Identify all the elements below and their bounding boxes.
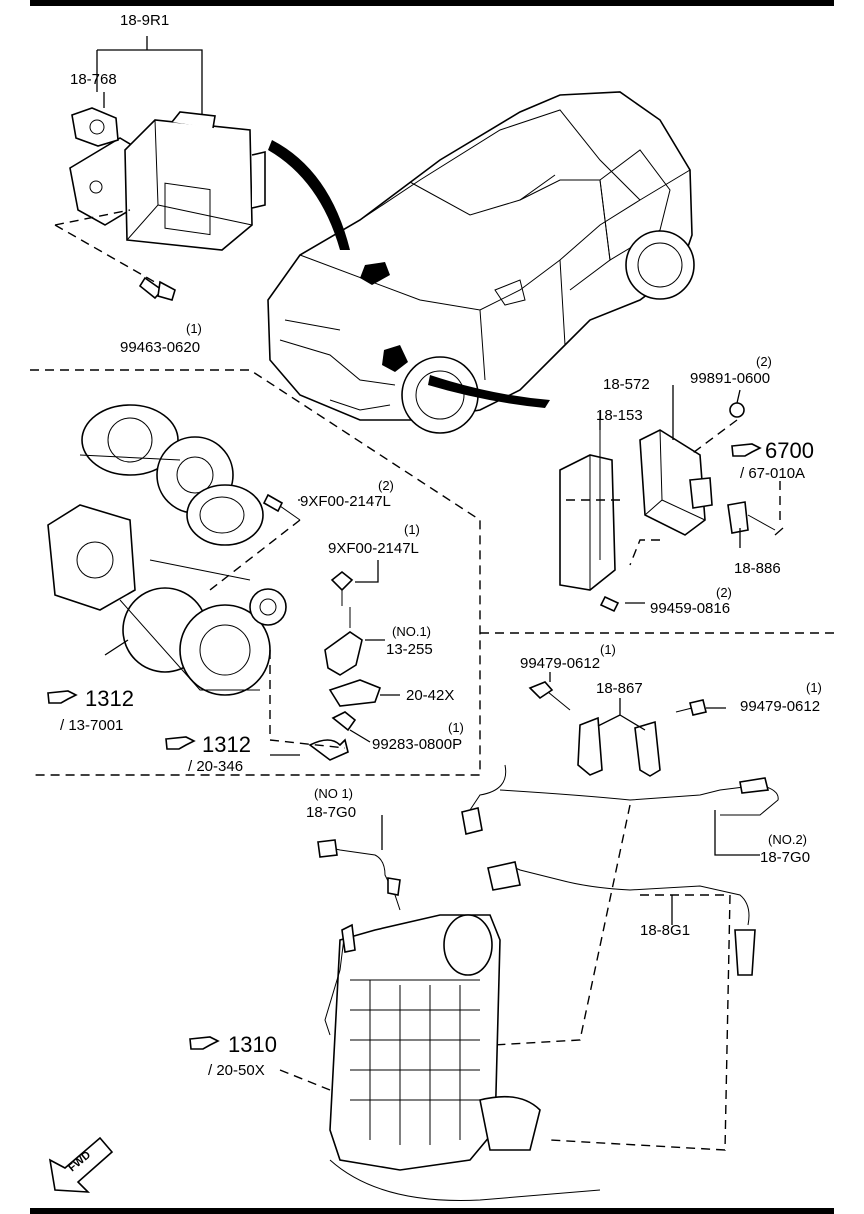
module-assembly-drawing [54, 36, 266, 301]
label-clip-bolt-left: 99479-0612 [520, 655, 600, 672]
label-bracket-nut-qty: (2) [756, 354, 772, 369]
label-grommet: 18-768 [70, 71, 117, 88]
ref-sub-1312-a: / 13-7001 [60, 717, 123, 734]
label-sensor-no1: (NO.1) [392, 624, 431, 639]
label-hose-clamp-qty: (1) [448, 720, 464, 735]
ref-number-6700: 6700 [765, 438, 814, 463]
label-bracket-bolt: 99459-0816 [650, 600, 730, 617]
label-sensor-bracket: 20-42X [406, 687, 454, 704]
label-o2-no1: (NO 1) [314, 786, 353, 801]
label-turbo-bolt-b-qty: (1) [404, 522, 420, 537]
vehicle-drawing [267, 91, 695, 434]
label-module-assembly: 18-9R1 [120, 12, 169, 29]
label-clip-bolt-right: 99479-0612 [740, 698, 820, 715]
pointing-hand-icon [165, 736, 196, 750]
label-turbo-bolt-b: 9XF00-2147L [328, 540, 419, 557]
label-turbo-bolt-a: 9XF00-2147L [300, 493, 391, 510]
label-pressure-sensor: 13-255 [386, 641, 433, 658]
label-o2-no2: (NO.2) [768, 832, 807, 847]
label-clip-bolt-right-qty: (1) [806, 680, 822, 695]
ref-number-1312-a: 1312 [85, 686, 134, 711]
ref-number-1310: 1310 [228, 1032, 277, 1057]
turbocharger-drawing [47, 404, 287, 696]
label-module-bolt-qty: (1) [186, 321, 202, 336]
converter-drawing [279, 914, 601, 1201]
ref-number-1312-b: 1312 [202, 732, 251, 757]
label-clip-bolt-left-qty: (1) [600, 642, 616, 657]
label-turbo-bolt-a-qty: (2) [378, 478, 394, 493]
ref-sub-1310: / 20-50X [208, 1062, 265, 1079]
label-o2-sensor-1: 18-7G0 [306, 804, 356, 821]
label-bracket-nut: 99891-0600 [690, 370, 770, 387]
label-clip: 18-867 [596, 680, 643, 697]
label-bracket: 18-153 [596, 407, 643, 424]
fwd-arrow-icon [48, 1136, 114, 1193]
top-border [30, 0, 834, 6]
control-unit-drawing [559, 385, 784, 613]
label-hose-clamp: 99283-0800P [372, 736, 462, 753]
label-connector: 18-886 [734, 560, 781, 577]
label-control-unit: 18-572 [603, 376, 650, 393]
label-o2-sensor-3: 18-8G1 [640, 922, 690, 939]
label-o2-sensor-2: 18-7G0 [760, 849, 810, 866]
pointing-hand-icon [189, 1036, 220, 1050]
pointing-hand-icon [731, 443, 762, 457]
o2-sensor-drawing [317, 764, 779, 1151]
pointing-hand-icon [47, 690, 78, 704]
clip-drawing [528, 672, 726, 777]
label-module-bolt: 99463-0620 [120, 339, 200, 356]
sensor-assembly-drawing [209, 493, 400, 761]
ref-sub-6700: / 67-010A [740, 465, 805, 482]
ref-sub-1312-b: / 20-346 [188, 758, 243, 775]
bottom-border [30, 1208, 834, 1214]
label-bracket-bolt-qty: (2) [716, 585, 732, 600]
